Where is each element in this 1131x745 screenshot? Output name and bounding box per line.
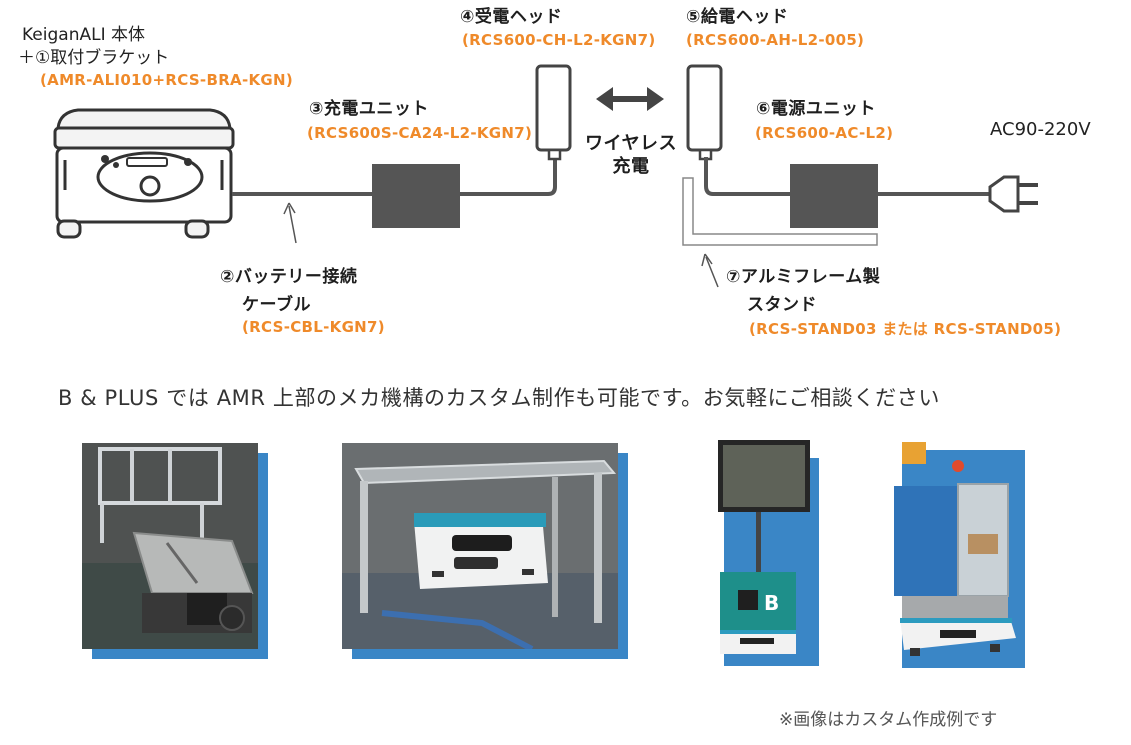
feed-head-cable [704, 157, 790, 196]
wireless-label-line2: 充電 [612, 156, 650, 177]
photo-aluminum-frame-amr [342, 443, 618, 649]
stand-name-line1: ⑦アルミフレーム製 [726, 267, 881, 287]
bracket-name: ＋①取付ブラケット [18, 48, 170, 68]
stand-code: (RCS-STAND03 または RCS-STAND05) [749, 320, 1062, 338]
power-unit-box [790, 164, 878, 228]
svg-text:B: B [764, 591, 779, 615]
cable-pointer-arrow [283, 202, 297, 244]
wireless-label-line1: ワイヤレス [585, 133, 677, 154]
amr-body-name: KeiganALI 本体 [22, 25, 145, 45]
power-plug-icon [988, 175, 1038, 213]
feed-head-name: ⑤給電ヘッド [686, 7, 789, 27]
stand-pointer-arrow [701, 253, 719, 288]
photo-enclosure-amr [890, 438, 1020, 673]
amr-body-illustration [53, 108, 235, 239]
system-diagram [53, 64, 1038, 288]
cable-code: (RCS-CBL-KGN7) [242, 318, 385, 336]
charge-unit-box [372, 164, 460, 228]
feed-head-code: (RCS600-AH-L2-005) [686, 31, 865, 49]
custom-tagline: B & PLUS では AMR 上部のメカ機構のカスタム制作も可能です。お気軽に… [58, 386, 940, 410]
ac-voltage-label: AC90-220V [990, 119, 1091, 140]
feed-head-device [686, 64, 723, 152]
photo-custom-frame-amr [82, 443, 258, 649]
cable-name-line1: ②バッテリー接続 [220, 267, 358, 287]
wireless-charging-label: ワイヤレス 充電 [576, 132, 686, 178]
receive-head-device [535, 64, 572, 152]
stand-name-line2: スタンド [747, 295, 817, 315]
receive-head-code: (RCS600-CH-L2-KGN7) [462, 31, 656, 49]
photo-note: ※画像はカスタム作成例です [779, 710, 998, 730]
aluminum-stand-frame [682, 177, 878, 246]
receive-head-cable [460, 157, 557, 196]
photo-monitor-amr: B [714, 440, 814, 665]
power-unit-name: ⑥電源ユニット [756, 99, 876, 119]
power-unit-code: (RCS600-AC-L2) [755, 124, 894, 142]
charge-unit-name: ③充電ユニット [309, 99, 429, 119]
wireless-double-arrow [596, 87, 664, 111]
receive-head-name: ④受電ヘッド [460, 7, 563, 27]
amr-body-code: (AMR-ALI010+RCS-BRA-KGN) [40, 71, 294, 89]
cable-name-line2: ケーブル [242, 295, 311, 315]
charge-unit-code: (RCS600S-CA24-L2-KGN7) [307, 124, 533, 142]
